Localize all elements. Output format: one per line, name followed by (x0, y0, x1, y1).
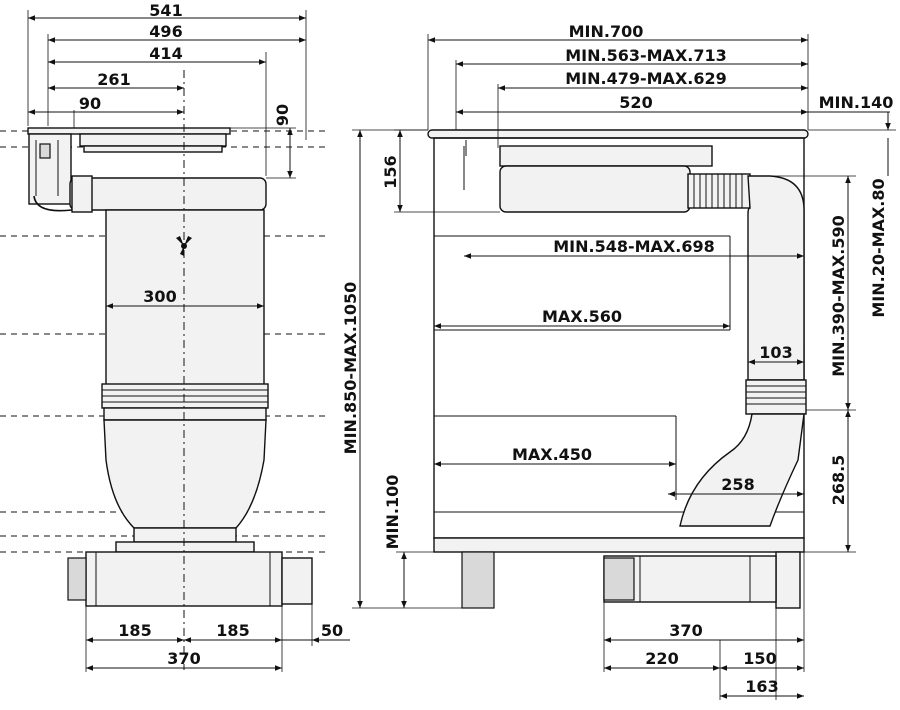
motor-column (101, 209, 269, 553)
right-inner-dims: MIN.548-MAX.698 MAX.560 103 MAX.450 258 (434, 237, 805, 497)
dim-90-vertical: 90 (273, 104, 292, 126)
dim-min390-max590: MIN.390-MAX.590 (829, 215, 848, 377)
left-horizontal-duct (33, 175, 267, 213)
dim-min100: MIN.100 (383, 475, 402, 550)
dim-156: 156 (381, 155, 400, 188)
right-horizontal-duct (499, 145, 751, 213)
dim-min20-max80: MIN.20-MAX.80 (869, 178, 888, 317)
right-base-box (603, 555, 777, 603)
cabinet-shelves (434, 235, 731, 500)
dim-185-left: 185 (118, 621, 151, 640)
dim-185-right: 185 (216, 621, 249, 640)
right-height-156: 156 (381, 129, 500, 213)
dim-min140: MIN.140 (819, 93, 894, 112)
dim-370-right: 370 (669, 621, 702, 640)
dim-min563-max713: MIN.563-MAX.713 (565, 46, 727, 65)
dim-min850-max1050: MIN.850-MAX.1050 (341, 282, 360, 455)
left-top-dims: 541 496 414 261 90 90 (27, 1, 307, 179)
dim-50: 50 (321, 621, 343, 640)
dim-414: 414 (149, 44, 182, 63)
dim-268-5: 268.5 (829, 455, 848, 506)
dim-258: 258 (721, 475, 754, 494)
dim-520: 520 (619, 93, 652, 112)
right-bottom-dims: 370 220 150 163 (603, 552, 805, 700)
dim-261: 261 (97, 70, 130, 89)
right-height-min100: MIN.100 (383, 475, 434, 608)
dim-163: 163 (745, 677, 778, 696)
right-front-view: MIN.700 MIN.563-MAX.713 MIN.479-MAX.629 … (341, 22, 896, 700)
dim-300: 300 (143, 287, 176, 306)
dim-150: 150 (743, 649, 776, 668)
fan-icon (176, 236, 192, 256)
left-bottom-dims: 185 185 50 370 (85, 604, 350, 672)
dim-90-horizontal: 90 (79, 94, 101, 113)
right-vertical-duct (679, 175, 807, 527)
left-base-box (67, 551, 313, 607)
right-height-850-1050: MIN.850-MAX.1050 (341, 129, 462, 609)
dim-min700: MIN.700 (569, 22, 644, 41)
dim-220: 220 (645, 649, 678, 668)
right-side-vertical-dims: MIN.390-MAX.590 268.5 MIN.20-MAX.80 (770, 112, 896, 553)
dim-370-left: 370 (167, 649, 200, 668)
dim-541: 541 (149, 1, 182, 20)
dim-min548-max698: MIN.548-MAX.698 (553, 237, 715, 256)
dim-103: 103 (759, 343, 792, 362)
right-top-dims: MIN.700 MIN.563-MAX.713 MIN.479-MAX.629 … (427, 22, 894, 148)
dim-max450: MAX.450 (512, 445, 592, 464)
dim-496: 496 (149, 22, 182, 41)
left-width-300: 300 (106, 287, 264, 309)
dim-max560: MAX.560 (542, 307, 622, 326)
hob-top (27, 127, 231, 205)
dim-min479-max629: MIN.479-MAX.629 (565, 69, 727, 88)
left-side-view: 541 496 414 261 90 90 300 185 (0, 1, 350, 672)
